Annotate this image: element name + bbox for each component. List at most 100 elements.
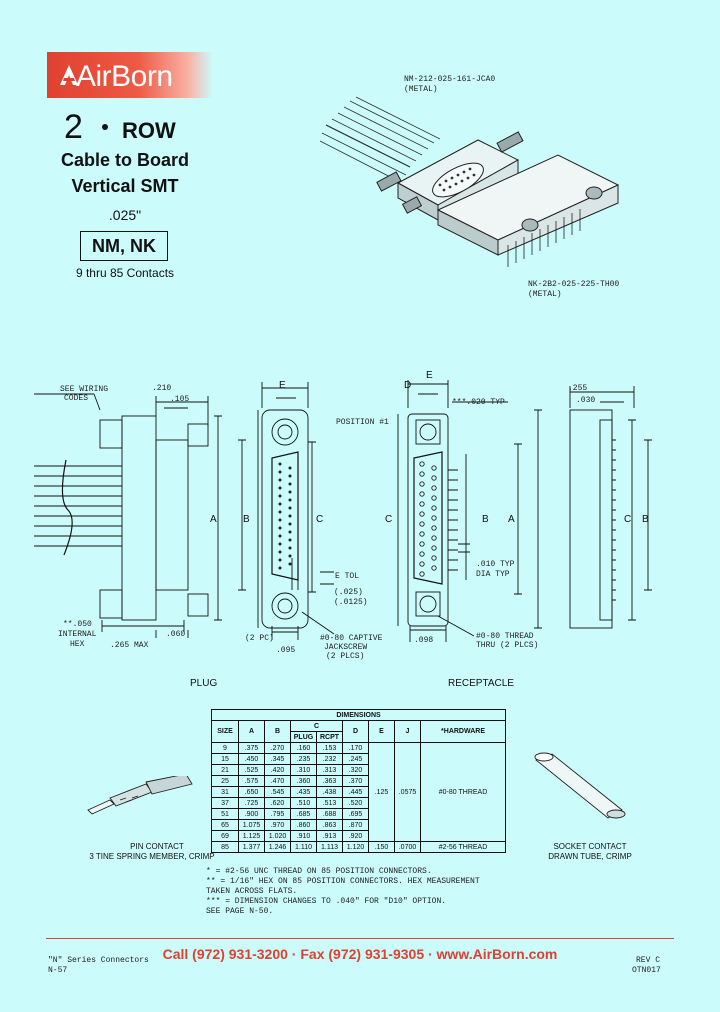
dim-060: .060: [166, 630, 186, 639]
footer-page: N-57: [48, 966, 68, 975]
table-cell: .575: [238, 775, 265, 787]
table-cell: .435: [290, 786, 317, 798]
table-cell: .445: [342, 786, 369, 798]
see-wiring-label: SEE WIRING: [60, 385, 109, 394]
footer-rev: REV C: [636, 956, 661, 965]
jackscrew-line-2: JACKSCREW: [324, 643, 368, 652]
dim-210: .210: [152, 384, 172, 393]
table-cell: .620: [264, 797, 291, 809]
letter-e-plug: E: [279, 380, 286, 391]
position-1-label: POSITION #1: [336, 418, 389, 427]
dim-0125: (.0125): [334, 598, 368, 607]
table-cell: .870: [342, 819, 369, 831]
table-cell: .970: [264, 819, 291, 831]
dim-255: .255: [568, 384, 588, 393]
note-1: * = #2-56 UNC THREAD ON 85 POSITION CONN…: [206, 867, 432, 876]
table-cell: .375: [238, 742, 265, 754]
letter-b-side: B: [642, 514, 649, 525]
table-cell: 51: [211, 808, 239, 820]
letter-c-side: C: [624, 514, 632, 525]
table-cell: .685: [290, 808, 317, 820]
table-cell: .360: [290, 775, 317, 787]
table-cell: .270: [264, 742, 291, 754]
table-cell: .320: [342, 764, 369, 776]
table-cell: .695: [342, 808, 369, 820]
table-cell-hw-last: #2-56 THREAD: [419, 841, 507, 853]
table-cell: 65: [211, 819, 239, 831]
letter-c-rcpt: C: [385, 514, 393, 525]
e-tol-label: E TOL: [335, 572, 360, 581]
table-cell: .232: [316, 753, 343, 765]
table-cell: .545: [264, 786, 291, 798]
pin-label-1: PIN CONTACT: [130, 842, 184, 851]
row-dot: [102, 124, 108, 130]
letter-a-rcpt: A: [508, 514, 515, 525]
table-title: DIMENSIONS: [210, 709, 507, 721]
table-cell-j-last: .0700: [394, 841, 421, 853]
table-cell: .310: [290, 764, 317, 776]
table-cell: .525: [238, 764, 265, 776]
table-cell: .235: [290, 753, 317, 765]
socket-contact-illustration: [534, 752, 626, 819]
table-cell: 15: [211, 753, 239, 765]
table-cell: .520: [342, 797, 369, 809]
table-cell: .450: [238, 753, 265, 765]
dim-010-typ: .010 TYP: [476, 560, 515, 569]
header-c-plug: PLUG: [290, 731, 317, 743]
table-cell: .245: [342, 753, 369, 765]
technical-drawing: [34, 380, 652, 642]
letter-b-rcpt: B: [482, 514, 489, 525]
subtitle-cable-to-board: Cable to Board: [60, 150, 189, 170]
contact-range: 9 thru 85 Contacts: [75, 266, 175, 280]
table-cell: 69: [211, 830, 239, 842]
header-e: E: [368, 720, 395, 743]
table-cell: .438: [316, 786, 343, 798]
table-header-row: SIZE A B C D E J *HARDWARE: [211, 720, 507, 743]
table-cell: 1.246: [264, 841, 291, 853]
table-cell: .160: [290, 742, 317, 754]
table-cell: 9: [211, 742, 239, 754]
table-cell: .153: [316, 742, 343, 754]
logo-text: AirBorn: [76, 60, 173, 93]
header-c-rcpt: RCPT: [316, 731, 343, 743]
header-b: B: [264, 720, 291, 743]
table-cell: .913: [316, 830, 343, 842]
internal-label: INTERNAL: [58, 630, 97, 639]
table-cell-j-main: .0575: [394, 742, 421, 842]
dim-095: .095: [276, 646, 296, 655]
letter-c-plug: C: [316, 514, 324, 525]
logo-banner: [47, 52, 213, 98]
dia-typ: DIA TYP: [476, 570, 510, 579]
footer-series: "N" Series Connectors: [48, 956, 149, 965]
table-cell: .363: [316, 775, 343, 787]
table-cell: .650: [238, 786, 265, 798]
jackscrew-line-1: #0-80 CAPTIVE: [320, 634, 383, 643]
socket-label-1: SOCKET CONTACT: [553, 842, 627, 851]
dim-hex: **.050: [63, 620, 92, 629]
header-hardware: *HARDWARE: [419, 720, 507, 743]
pin-label-2: 3 TINE SPRING MEMBER, CRIMP: [89, 852, 215, 861]
connector-illustration: [319, 96, 620, 267]
table-cell: 1.110: [290, 841, 317, 853]
table-body: 9.375.270.160.153.170.125.0575#0-80 THRE…: [211, 742, 507, 853]
table-cell: .688: [316, 808, 343, 820]
table-row: 21.525.420.310.313.320: [211, 764, 506, 776]
hex-label: HEX: [70, 640, 85, 649]
dim-2pc: (2 PC): [245, 634, 274, 643]
letter-a-plug: A: [210, 514, 217, 525]
header-j: J: [394, 720, 421, 743]
table-cell: .795: [264, 808, 291, 820]
table-cell: 21: [211, 764, 239, 776]
subtitle-vertical-smt: Vertical SMT: [71, 176, 179, 196]
dim-265: .265 MAX: [110, 641, 149, 650]
table-cell: .860: [290, 819, 317, 831]
part-note-top: (METAL): [404, 85, 438, 94]
airborn-logo-icon: [60, 65, 78, 85]
table-row: 51.900.795.685.688.695: [211, 808, 506, 820]
table-cell: .920: [342, 830, 369, 842]
table-cell: 85: [211, 841, 239, 853]
pin-contact-illustration: [87, 776, 193, 815]
